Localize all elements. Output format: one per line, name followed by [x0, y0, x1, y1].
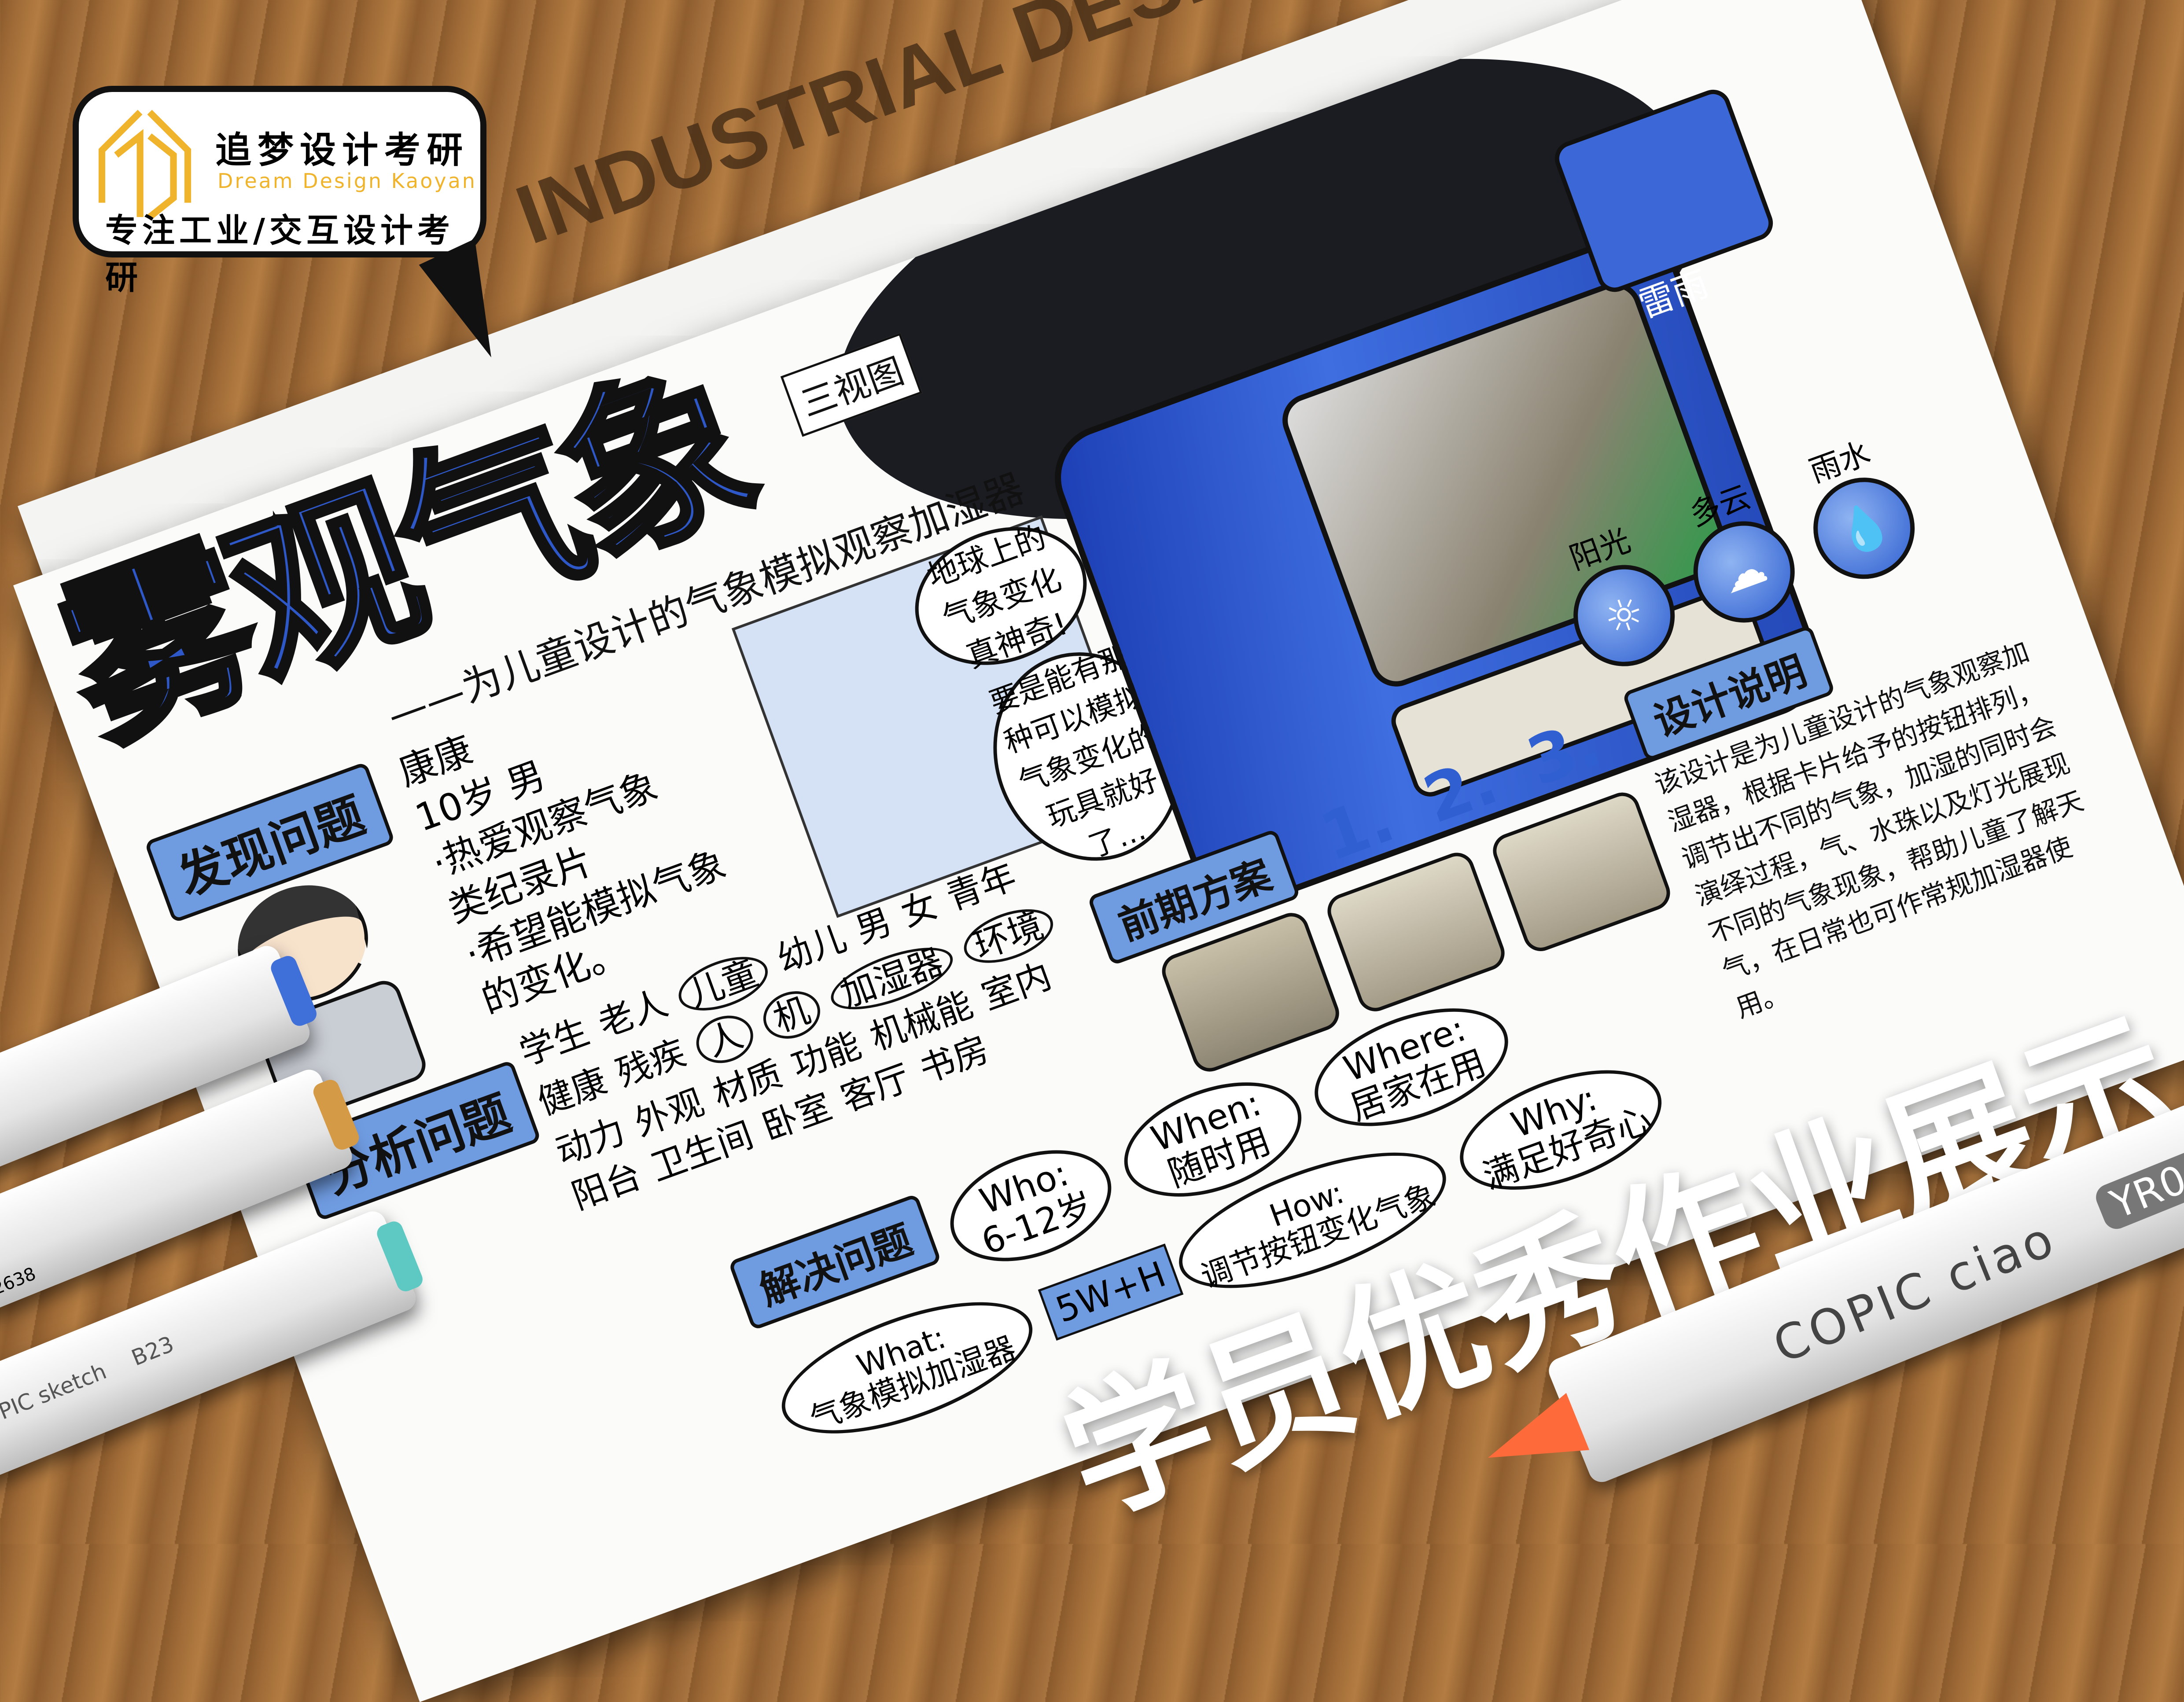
logo-bubble: 追梦设计考研 Dream Design Kaoyan 专注工业/交互设计考研: [73, 86, 486, 297]
mindmap-word: 儿童: [671, 946, 775, 1022]
five-w-h-badge: 5W+H: [1038, 1243, 1184, 1341]
logo-name-en: Dream Design Kaoyan: [217, 169, 477, 193]
bubble-tail: [419, 239, 523, 369]
barcode-text: 8 002638: [0, 1263, 39, 1314]
solve-label: 解决问题: [728, 1193, 942, 1331]
concept-sketch: [1488, 787, 1675, 956]
logo-slogan: 专注工业/交互设计考研: [105, 212, 455, 297]
logo-name-cn: 追梦设计考研: [215, 129, 469, 171]
logo-icon: [98, 110, 192, 220]
marker-tip: [1477, 1393, 1589, 1486]
marker-code: B23: [128, 1331, 178, 1371]
marker-brand: COPIC sketch: [0, 1358, 110, 1437]
marker-code: YR04: [2092, 1142, 2184, 1233]
who-bubble: Who:6-12岁: [935, 1129, 1127, 1282]
